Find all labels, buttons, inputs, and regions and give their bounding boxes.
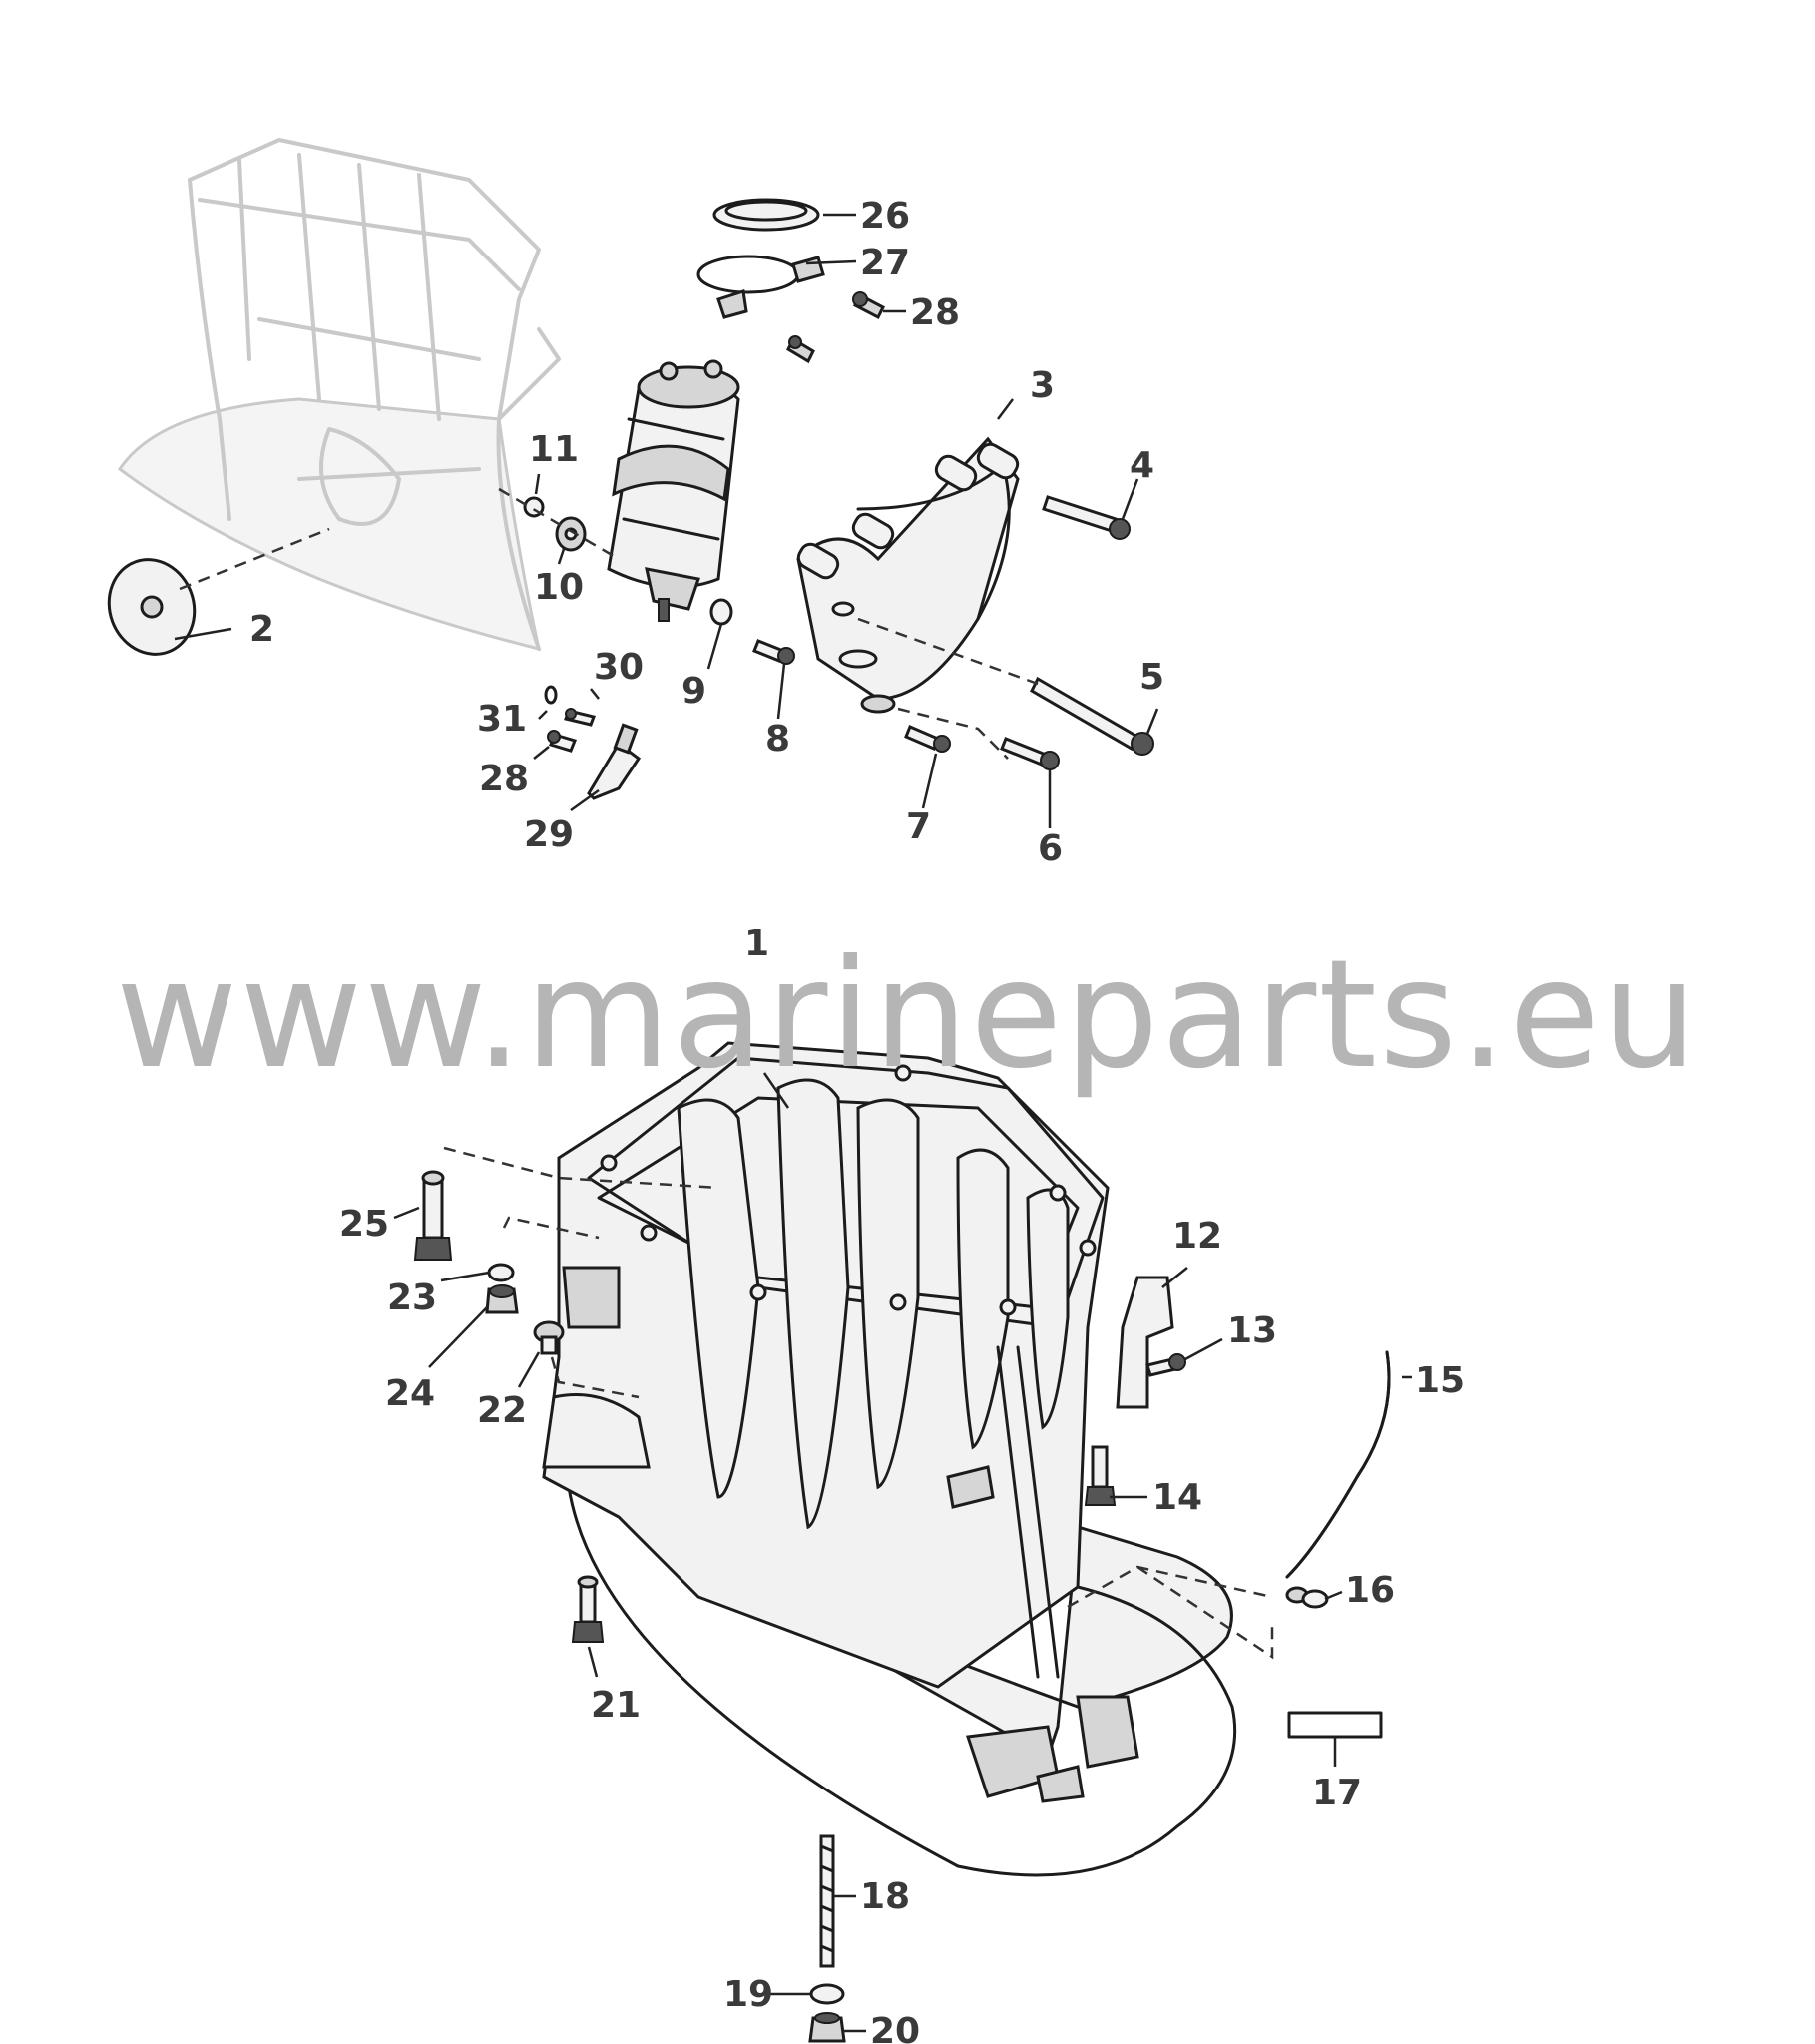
part-20-nut (808, 2012, 846, 2043)
part-2-cover-disc (107, 527, 330, 656)
ghost-housing-top (117, 138, 561, 652)
callout-23: 23 (387, 1278, 437, 1318)
callout-30: 30 (594, 647, 644, 688)
part-4-bolt (1042, 495, 1131, 540)
part-3-bracket (796, 436, 1020, 714)
part-12-bracket (1116, 1276, 1174, 1409)
part-6-bolt (1000, 737, 1060, 770)
callout-29: 29 (524, 814, 574, 855)
part-10-grommet (555, 516, 587, 552)
callout-28-lower: 28 (479, 759, 529, 799)
part-17-decal (1287, 1711, 1383, 1739)
callout-20: 20 (870, 2011, 920, 2044)
part-24-nut (485, 1284, 519, 1314)
axis-23-24 (502, 1216, 600, 1240)
leader-lines (174, 213, 1412, 2033)
watermark: www.marineparts.eu (115, 928, 1700, 1102)
part-26-ring (712, 198, 820, 232)
callout-13: 13 (1227, 1310, 1277, 1351)
part-5-long-bolt (857, 617, 1154, 756)
callout-16: 16 (1345, 1570, 1395, 1611)
part-7-bolt (897, 707, 1009, 760)
callout-labels: 1 2 3 4 5 6 7 8 9 10 11 12 13 14 15 16 1… (249, 196, 1465, 2044)
part-13-screw (1145, 1353, 1186, 1377)
callout-21: 21 (591, 1685, 641, 1726)
part-28-screw-lower (547, 730, 578, 753)
callout-2: 2 (249, 609, 274, 650)
part-28-screw-top (852, 291, 886, 320)
axis-10-11 (498, 487, 620, 561)
callout-7: 7 (906, 806, 931, 847)
callout-10: 10 (534, 567, 584, 608)
callout-11: 11 (529, 429, 579, 470)
part-14-bolt (1084, 1445, 1117, 1506)
callout-17: 17 (1312, 1773, 1362, 1813)
part-16-clip (1285, 1586, 1329, 1609)
callout-5: 5 (1139, 657, 1164, 698)
callout-15: 15 (1415, 1360, 1465, 1401)
callout-31: 31 (477, 699, 527, 740)
callout-8: 8 (765, 719, 790, 760)
callout-9: 9 (681, 671, 706, 712)
part-19-washer (809, 1983, 845, 2005)
part-27-clamp (696, 255, 825, 319)
callout-27: 27 (860, 243, 910, 283)
callout-4: 4 (1130, 445, 1154, 486)
part-15-hose (1285, 1350, 1391, 1579)
callout-24: 24 (385, 1373, 435, 1414)
axis-16 (1067, 1565, 1274, 1660)
callout-22: 22 (477, 1390, 527, 1431)
callout-3: 3 (1030, 365, 1055, 406)
callout-6: 6 (1038, 828, 1063, 869)
part-22-plug (533, 1320, 640, 1399)
part-23-washer (487, 1263, 515, 1282)
part-29-bracket (587, 723, 642, 800)
part-25-bolt (413, 1146, 719, 1261)
part-9-washer (709, 598, 733, 626)
screw-loose (786, 335, 815, 364)
callout-14: 14 (1152, 1477, 1202, 1518)
fuel-filter-canister (607, 359, 740, 622)
callout-28-top: 28 (910, 292, 960, 333)
part-1-driveshaft-housing (542, 1041, 1237, 1877)
callout-26: 26 (860, 196, 910, 237)
callout-25: 25 (339, 1204, 389, 1245)
part-21-bolt (571, 1575, 605, 1643)
callout-12: 12 (1172, 1216, 1222, 1257)
callout-18: 18 (860, 1876, 910, 1917)
part-8-bolt (752, 639, 795, 665)
callout-19: 19 (723, 1974, 773, 2015)
part-30-screw (563, 708, 597, 727)
part-31-clip (544, 685, 558, 705)
part-18-stud (819, 1834, 835, 1968)
callout-1: 1 (744, 923, 769, 964)
